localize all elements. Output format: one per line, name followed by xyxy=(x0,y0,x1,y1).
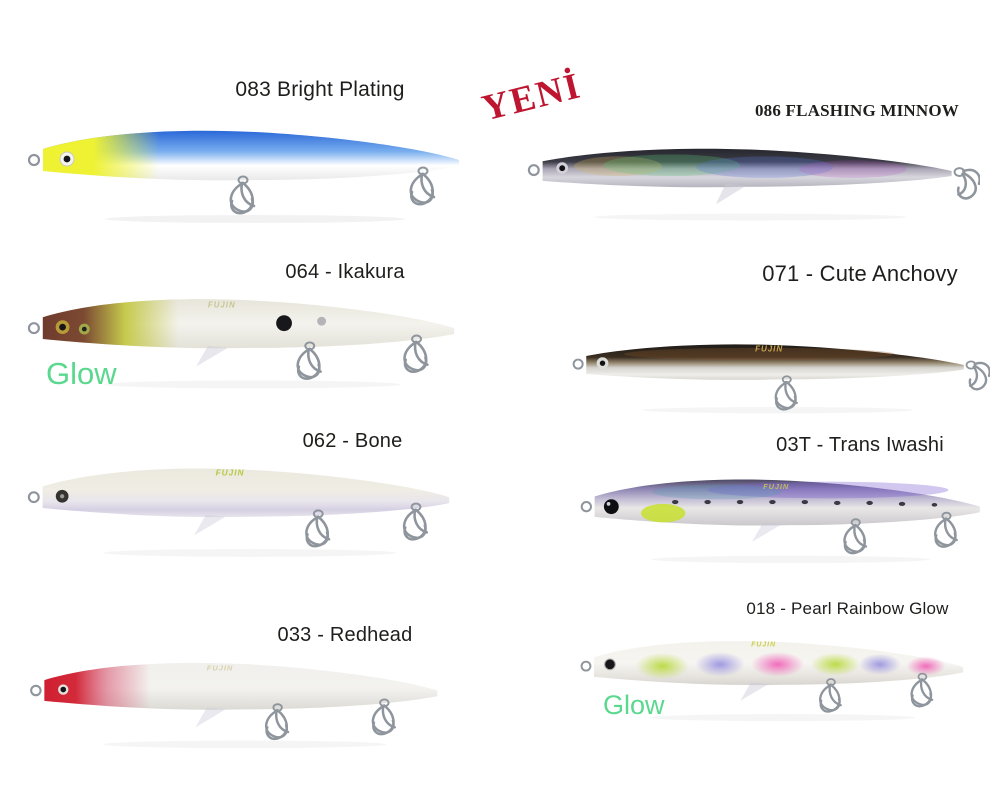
lure-body xyxy=(586,344,964,380)
belly-fin xyxy=(752,522,782,542)
line-tie xyxy=(30,684,42,697)
product-card-033-redhead: 033 - Redhead FUJIN xyxy=(20,618,455,753)
line-tie xyxy=(27,491,40,504)
product-label-064: 064 - Ikakura xyxy=(285,261,405,283)
product-label-03t: 03T - Trans Iwashi xyxy=(776,434,944,456)
brand-mark: FUJIN xyxy=(763,482,789,491)
line-tie xyxy=(580,501,592,513)
belly-fin xyxy=(196,345,228,367)
product-card-083-bright-plating: 083 Bright Plating xyxy=(20,70,475,230)
product-card-03t-trans-iwashi: 03T - Trans Iwashi xyxy=(573,428,993,568)
tail-hook xyxy=(965,360,990,391)
lure-image-062-bone: FUJIN xyxy=(27,468,450,557)
line-tie xyxy=(27,153,41,167)
belly-fin xyxy=(740,682,769,701)
belly-fin xyxy=(715,183,747,205)
lure-body xyxy=(42,468,450,518)
brand-mark: FUJIN xyxy=(755,344,783,353)
belly-hook xyxy=(843,517,868,555)
lure-shadow xyxy=(104,380,401,389)
lure-eye xyxy=(604,658,616,671)
lure-image-083-bright-plating xyxy=(27,130,459,223)
rainbow-blotches xyxy=(635,651,946,680)
product-label-083: 083 Bright Plating xyxy=(235,78,405,101)
lateral-dots xyxy=(671,500,938,507)
belly-hook xyxy=(229,175,256,215)
tail-hook xyxy=(403,334,429,374)
lure-image-071-cute-anchovy: FUJIN xyxy=(572,344,990,414)
product-label-071: 071 - Cute Anchovy xyxy=(762,261,958,286)
line-tie xyxy=(580,660,592,672)
lure-image-033-redhead: FUJIN xyxy=(30,662,438,749)
brand-mark: FUJIN xyxy=(216,468,245,478)
belly-hook xyxy=(264,702,290,741)
lure-shadow xyxy=(105,215,405,223)
body-dot xyxy=(276,315,292,332)
lure-image-018-pearl-rainbow-glow: FUJIN xyxy=(580,641,964,722)
line-tie xyxy=(527,164,540,177)
lure-shadow xyxy=(642,406,914,414)
tail-hook xyxy=(409,166,436,206)
lure-body xyxy=(542,148,952,188)
product-card-064-ikakura: 064 - Ikakura FUJIN xyxy=(20,253,470,403)
chartreuse-blotch xyxy=(640,503,686,523)
product-card-018-pearl-rainbow-glow: 018 - Pearl Rainbow Glow xyxy=(573,594,973,739)
product-label-018: 018 - Pearl Rainbow Glow xyxy=(746,599,949,618)
brand-mark: FUJIN xyxy=(751,641,776,649)
line-tie xyxy=(572,358,584,370)
product-card-071-cute-anchovy: 071 - Cute Anchovy FUJIN xyxy=(565,255,995,420)
glow-label-018: Glow xyxy=(603,690,665,720)
belly-fin xyxy=(195,707,226,728)
line-tie xyxy=(27,322,40,335)
lure-body xyxy=(594,479,980,526)
lure-shadow xyxy=(103,549,397,557)
product-card-086-flashing-minnow: 086 FLASHING MINNOW xyxy=(520,95,980,230)
brand-mark: FUJIN xyxy=(207,664,234,673)
product-label-033: 033 - Redhead xyxy=(277,624,413,646)
tail-hook xyxy=(953,166,980,200)
belly-hook xyxy=(305,509,331,548)
lure-shadow xyxy=(652,555,930,564)
lure-image-064-ikakura: FUJIN xyxy=(27,299,455,389)
lure-shadow xyxy=(102,740,387,749)
tail-hook xyxy=(371,698,396,736)
lure-shadow xyxy=(649,714,916,722)
lure-image-086-flashing-minnow xyxy=(527,148,980,221)
product-label-062: 062 - Bone xyxy=(302,430,403,452)
product-label-086: 086 FLASHING MINNOW xyxy=(754,101,960,120)
glow-label-064: Glow xyxy=(46,356,117,391)
belly-hook xyxy=(296,341,322,380)
lure-image-03t-trans-iwashi: FUJIN xyxy=(580,479,980,564)
brand-mark: FUJIN xyxy=(208,300,236,309)
lure-eye xyxy=(603,499,619,515)
belly-fin xyxy=(194,514,226,536)
lure-shadow xyxy=(593,213,907,221)
belly-hook xyxy=(774,375,798,411)
product-card-062-bone: 062 - Bone FUJIN xyxy=(20,423,465,563)
